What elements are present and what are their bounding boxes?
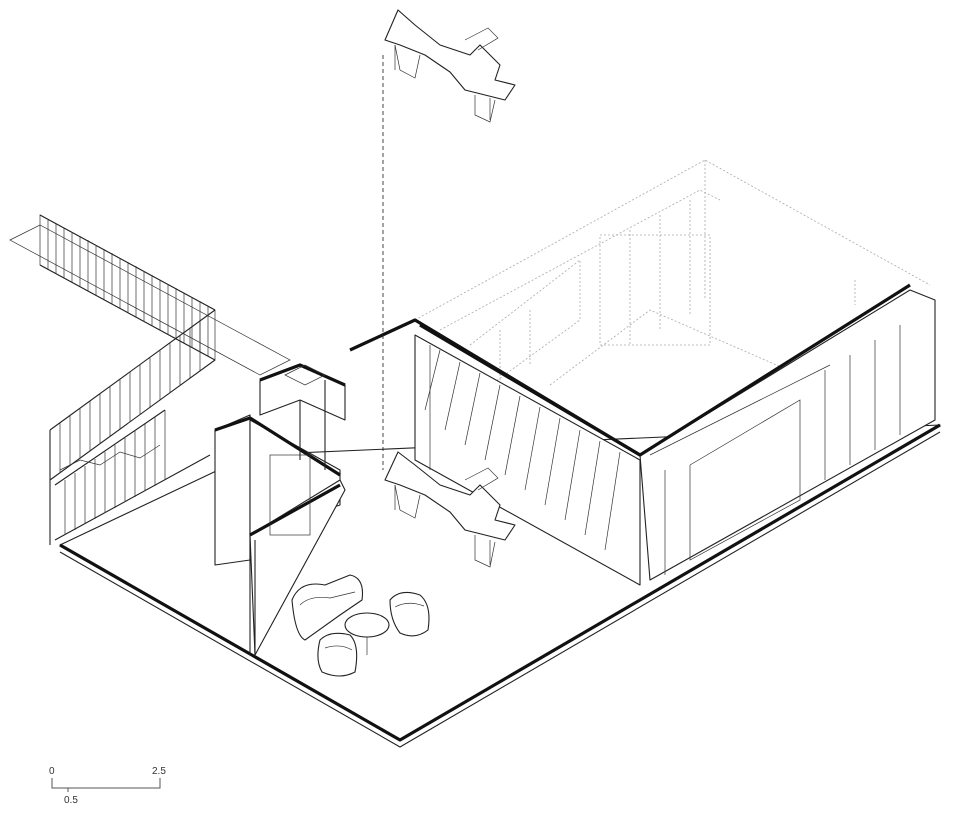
scale-bar [51, 778, 161, 792]
stair [9, 214, 291, 545]
floating-table [384, 9, 516, 123]
scale-label-mid: 0.5 [64, 795, 78, 806]
scale-label-end: 2.5 [152, 766, 166, 777]
back-wall [349, 318, 641, 586]
floor-table [384, 451, 516, 568]
lounge-furniture [291, 574, 430, 677]
partition-walls [214, 363, 346, 656]
scale-label-start: 0 [49, 766, 55, 777]
